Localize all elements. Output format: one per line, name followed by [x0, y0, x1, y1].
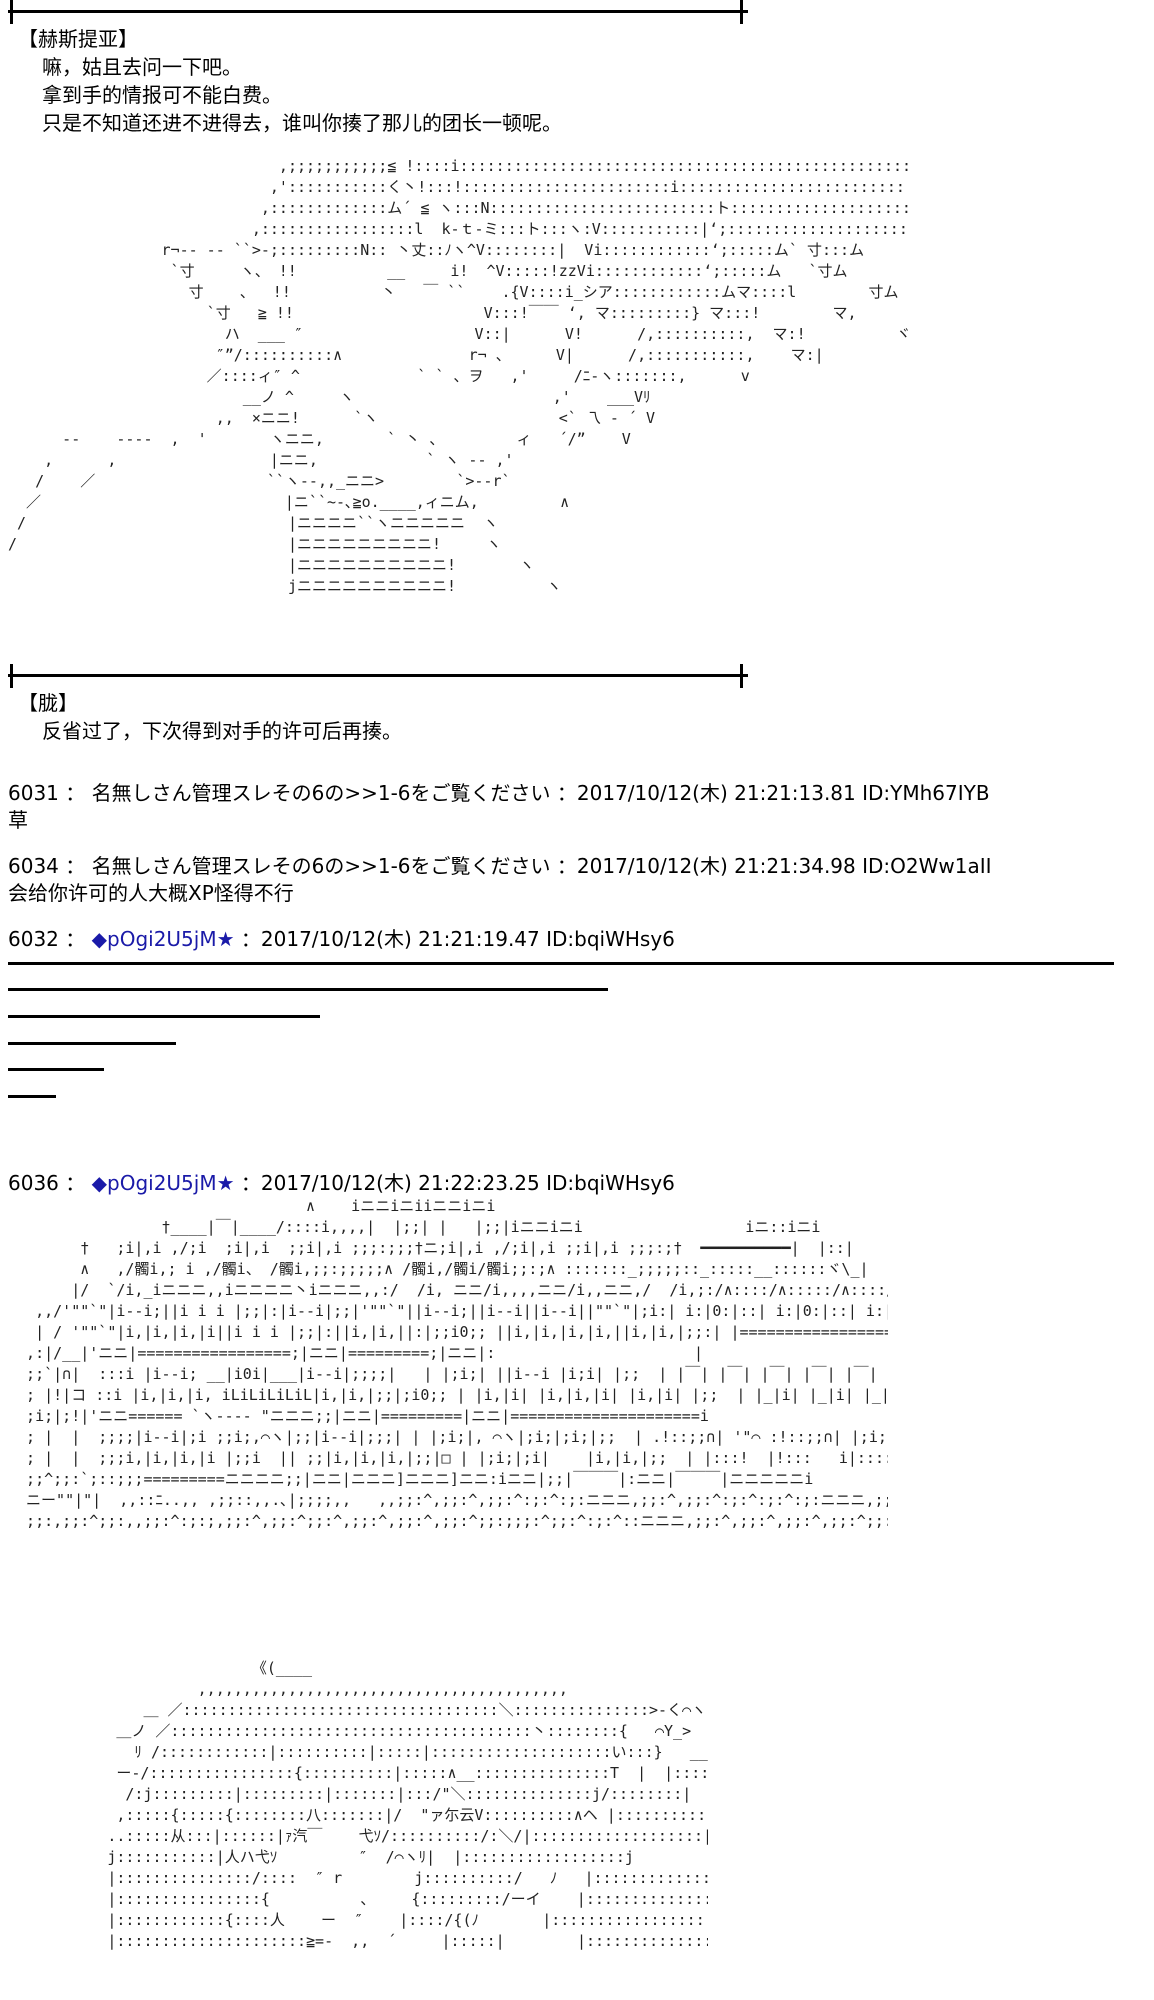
post-number: 6032	[8, 927, 59, 951]
post-separator: ：	[65, 927, 86, 951]
scene2-line-1: 反省过了，下次得到对手的许可后再揍。	[42, 719, 402, 743]
scene1-speaker: 【赫斯提亚】	[18, 27, 138, 51]
hestia-ascii-art: ,;;;;;;;;;;;≦ !::::i::::::::::::::::::::…	[8, 157, 908, 595]
fade-line-5	[8, 1068, 104, 1071]
poster-name[interactable]: ◆pOgi2U5jM★	[91, 927, 235, 951]
scene1-line-2: 拿到手的情报可不能白费。	[42, 83, 282, 107]
scene1-line-1: 嘛，姑且去问一下吧。	[42, 55, 242, 79]
post-separator: ：	[65, 781, 86, 805]
poster-name[interactable]: 名無しさん管理スレその6の>>1-6をご覧ください	[91, 854, 551, 878]
fade-line-2	[8, 988, 608, 991]
post-6034-body: 会给你许可的人大概XP怪得不行	[8, 881, 294, 905]
post-separator: ：	[65, 854, 86, 878]
fade-line-6	[8, 1095, 56, 1098]
poster-name[interactable]: ◆pOgi2U5jM★	[91, 1171, 235, 1195]
top-rule-tick-right	[740, 0, 743, 24]
top-rule	[8, 10, 748, 13]
character-ascii-art: 《(____ ,,,,,,,,,,,,,,,,,,,,,,,,,,,,,,,,,…	[107, 1659, 708, 1950]
post-datetime-id: ：2017/10/12(木) 21:21:13.81 ID:YMh67IYB	[556, 781, 990, 805]
scene2-speaker: 【胧】	[18, 691, 78, 715]
post-6031-body: 草	[8, 808, 28, 832]
post-separator: ：	[65, 1171, 86, 1195]
post-6036-header: 6036 ： ◆pOgi2U5jM★ ：2017/10/12(木) 21:22:…	[8, 1170, 675, 1197]
middle-rule-tick-right	[740, 664, 743, 688]
post-6034-header: 6034 ： 名無しさん管理スレその6の>>1-6をご覧ください ：2017/1…	[8, 853, 992, 880]
fade-line-1	[8, 962, 1114, 965]
post-datetime-id: ：2017/10/12(木) 21:21:19.47 ID:bqiWHsy6	[240, 927, 675, 951]
post-datetime-id: ：2017/10/12(木) 21:21:34.98 ID:O2Ww1aII	[556, 854, 992, 878]
post-6032-header: 6032 ： ◆pOgi2U5jM★ ：2017/10/12(木) 21:21:…	[8, 926, 675, 953]
middle-rule	[8, 674, 748, 677]
top-rule-tick-left	[10, 0, 13, 24]
post-6031-header: 6031 ： 名無しさん管理スレその6の>>1-6をご覧ください ：2017/1…	[8, 780, 990, 807]
post-number: 6031	[8, 781, 59, 805]
middle-rule-tick-left	[10, 664, 13, 688]
castle-ascii-art: ∧ iニニiニiiニニiニi †____|￣|____/::::i,,,,| |…	[26, 1197, 888, 1530]
fade-line-3	[8, 1015, 320, 1018]
post-number: 6034	[8, 854, 59, 878]
poster-name[interactable]: 名無しさん管理スレその6の>>1-6をご覧ください	[91, 781, 551, 805]
fade-line-4	[8, 1042, 176, 1045]
post-number: 6036	[8, 1171, 59, 1195]
post-datetime-id: ：2017/10/12(木) 21:22:23.25 ID:bqiWHsy6	[240, 1171, 675, 1195]
scene1-line-3: 只是不知道还进不进得去，谁叫你揍了那儿的团长一顿呢。	[42, 111, 562, 135]
